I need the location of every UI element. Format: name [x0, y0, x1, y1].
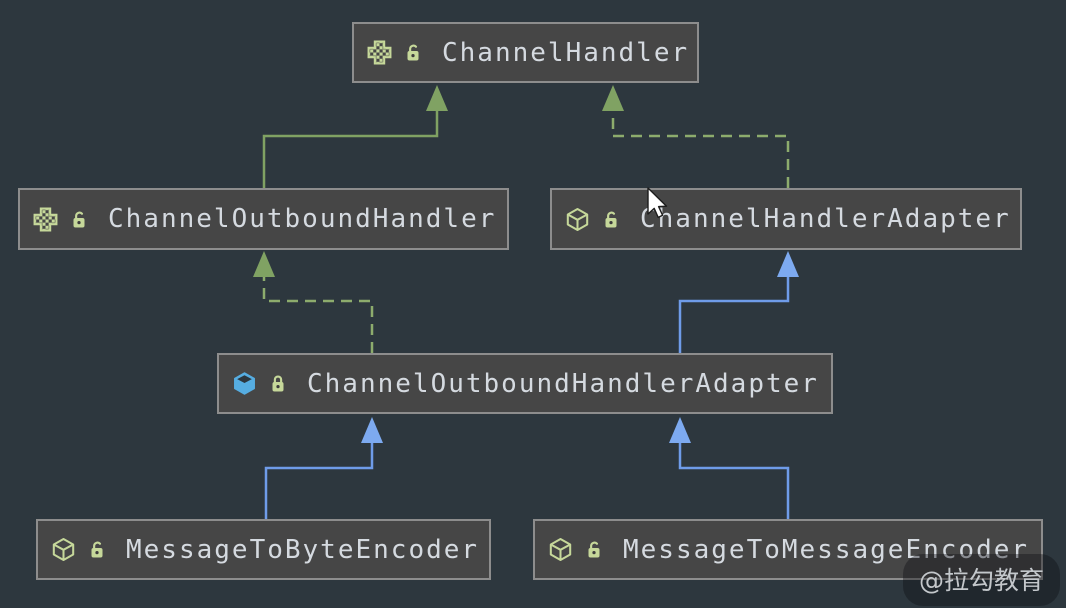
edge-extends-channeloutboundhandler-channelhandler[interactable]	[262, 85, 448, 188]
interface-icon	[33, 207, 58, 232]
class-node-channel-handler-adapter[interactable]: ChannelHandlerAdapter	[550, 188, 1022, 250]
edge-implements-channeloutboundhandleradapter-channeloutboundhandler[interactable]	[253, 251, 374, 353]
class-outline-icon	[548, 537, 573, 562]
lock-open-icon	[601, 209, 621, 230]
class-outline-icon	[565, 207, 590, 232]
class-node-channel-outbound-handler[interactable]: ChannelOutboundHandler	[18, 188, 509, 250]
class-node-channel-handler[interactable]: ChannelHandler	[352, 22, 699, 83]
class-name: ChannelHandler	[442, 37, 690, 68]
class-filled-icon	[232, 371, 257, 396]
edge-extends-messagetobyteencoder-channeloutboundhandleradapter[interactable]	[264, 417, 383, 519]
lock-open-icon	[69, 209, 89, 230]
class-name: ChannelOutboundHandler	[108, 204, 497, 234]
class-name: ChannelHandlerAdapter	[640, 204, 1011, 234]
class-name: ChannelOutboundHandlerAdapter	[307, 368, 819, 399]
interface-icon	[367, 40, 392, 65]
class-node-message-to-message-encoder[interactable]: MessageToMessageEncoder	[533, 519, 1043, 580]
edge-extends-channeloutboundhandleradapter-channelhandleradapter[interactable]	[678, 251, 799, 353]
lock-open-icon	[87, 539, 107, 560]
class-node-message-to-byte-encoder[interactable]: MessageToByteEncoder	[36, 519, 491, 580]
class-outline-icon	[51, 537, 76, 562]
edge-extends-messagetomessageencoder-channeloutboundhandleradapter[interactable]	[669, 417, 790, 519]
class-node-channel-outbound-handler-adapter[interactable]: ChannelOutboundHandlerAdapter	[217, 353, 833, 414]
watermark: @拉勾教育	[903, 554, 1061, 606]
edge-implements-channelhandleradapter-channelhandler[interactable]	[602, 85, 790, 188]
lock-open-icon	[403, 42, 423, 63]
lock-open-icon	[584, 539, 604, 560]
lock-closed-icon	[268, 373, 288, 394]
mouse-cursor	[647, 187, 668, 219]
class-name: MessageToByteEncoder	[126, 534, 480, 565]
class-name: MessageToMessageEncoder	[623, 534, 1030, 565]
